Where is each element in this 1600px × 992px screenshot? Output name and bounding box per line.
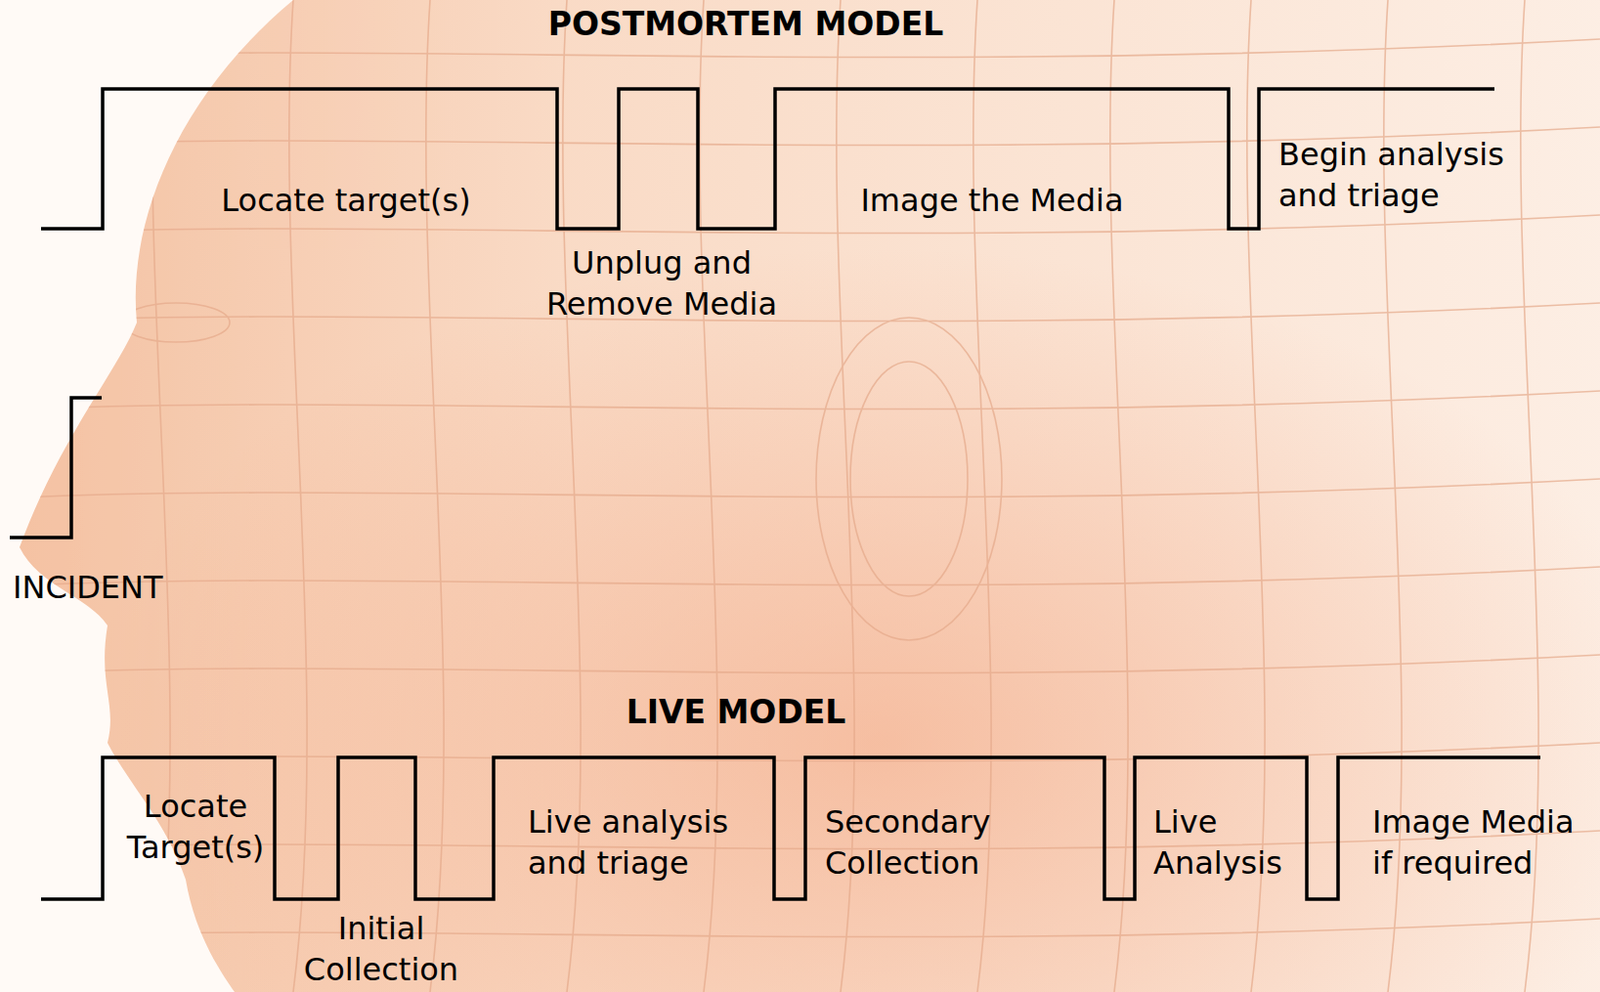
step-label: Begin analysis and triage: [1278, 133, 1523, 217]
step-label: Secondary Collection: [824, 801, 1070, 884]
live-waveform: [41, 757, 1541, 900]
incident-step: [9, 397, 102, 538]
step-label: Live analysis and triage: [527, 801, 763, 884]
model-heading: POSTMORTEM MODEL: [501, 3, 991, 45]
postmortem-waveform: [41, 88, 1495, 229]
step-label: Live Analysis: [1153, 801, 1300, 884]
step-label: Initial Collection: [283, 908, 479, 991]
model-heading: LIVE MODEL: [540, 691, 932, 734]
step-label: Image Media if required: [1372, 801, 1588, 884]
step-label: Unplug and Remove Media: [534, 242, 789, 325]
step-label: Locate Target(s): [115, 785, 277, 868]
incident-label: INCIDENT: [12, 566, 258, 608]
waveforms: [9, 88, 1541, 900]
step-label: Image the Media: [796, 179, 1188, 221]
step-label: Locate target(s): [150, 179, 542, 221]
